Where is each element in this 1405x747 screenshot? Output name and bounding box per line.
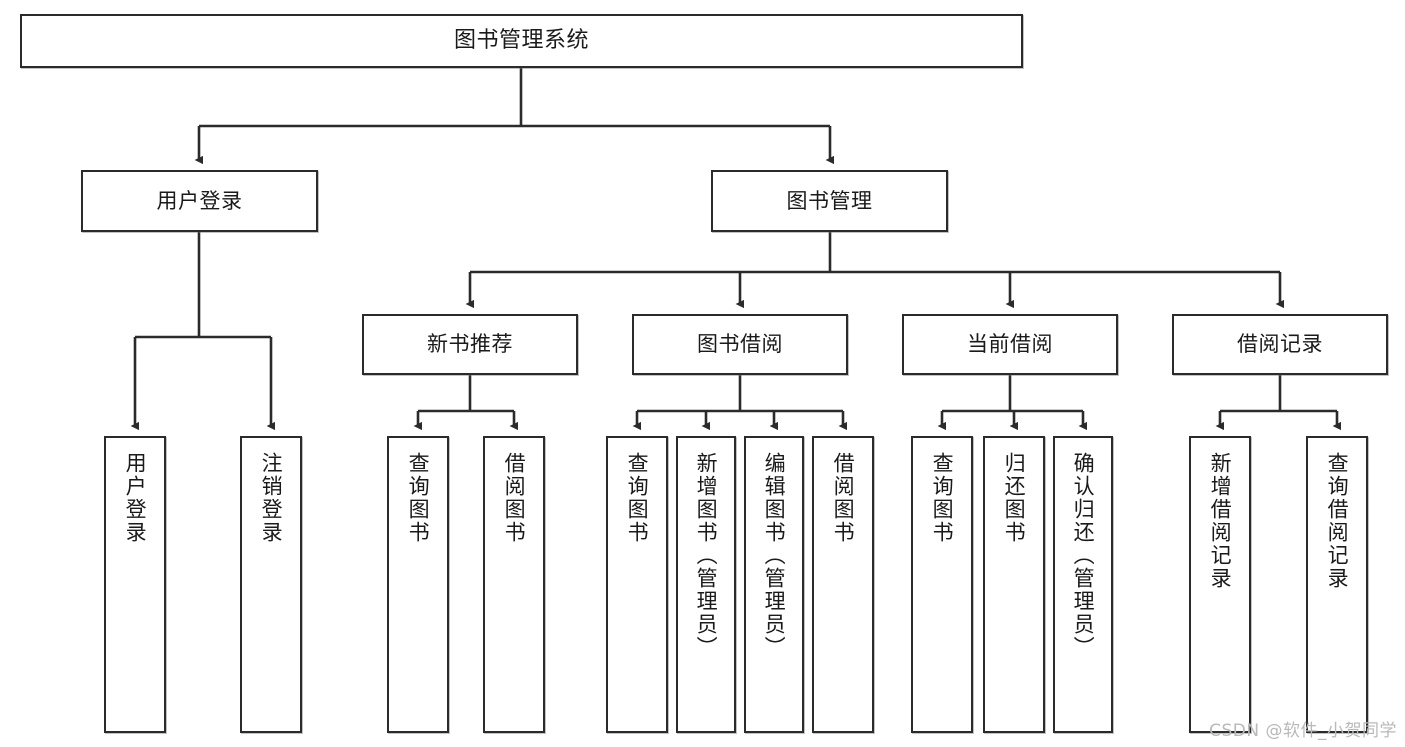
node-label: 查询图书 (930, 452, 955, 544)
node-leaf-logout[interactable]: 注销登录 (240, 436, 302, 733)
node-leaf-user-login[interactable]: 用户登录 (104, 436, 166, 733)
node-label: 当前借阅 (967, 332, 1053, 357)
node-new-book-recommendation[interactable]: 新书推荐 (362, 314, 578, 375)
node-leaf-query-book-3[interactable]: 查询图书 (911, 436, 973, 733)
node-label: 注销登录 (259, 452, 284, 544)
node-label: 归还图书 (1002, 452, 1027, 544)
node-current-borrow[interactable]: 当前借阅 (902, 314, 1118, 375)
node-label: 新书推荐 (427, 332, 513, 357)
node-leaf-add-book-admin[interactable]: 新增图书（管理员） (676, 436, 736, 733)
node-label: 查询图书 (406, 452, 431, 544)
node-label: 查询借阅记录 (1325, 452, 1350, 590)
node-leaf-query-book-2[interactable]: 查询图书 (606, 436, 668, 733)
node-label: 用户登录 (156, 188, 243, 213)
node-leaf-query-borrow-record[interactable]: 查询借阅记录 (1306, 436, 1368, 733)
node-book-borrow[interactable]: 图书借阅 (632, 314, 848, 375)
node-label: 图书借阅 (697, 332, 783, 357)
node-label: 新增借阅记录 (1208, 452, 1233, 590)
node-book-management[interactable]: 图书管理 (711, 170, 948, 232)
node-leaf-add-borrow-record[interactable]: 新增借阅记录 (1189, 436, 1251, 733)
node-label: 编辑图书（管理员） (762, 452, 787, 659)
node-label: 借阅记录 (1237, 332, 1323, 357)
node-leaf-query-book-1[interactable]: 查询图书 (387, 436, 449, 733)
node-leaf-borrow-book-2[interactable]: 借阅图书 (812, 436, 874, 733)
node-leaf-edit-book-admin[interactable]: 编辑图书（管理员） (744, 436, 804, 733)
node-leaf-return-book[interactable]: 归还图书 (983, 436, 1045, 733)
node-label: 确认归还（管理员） (1071, 452, 1096, 659)
node-label: 新增图书（管理员） (694, 452, 719, 659)
node-user-login[interactable]: 用户登录 (81, 170, 318, 232)
node-label: 借阅图书 (502, 452, 527, 544)
node-label: 借阅图书 (831, 452, 856, 544)
node-label: 图书管理系统 (453, 28, 589, 54)
node-leaf-confirm-return-admin[interactable]: 确认归还（管理员） (1053, 436, 1113, 733)
node-label: 查询图书 (625, 452, 650, 544)
node-label: 用户登录 (123, 452, 148, 544)
node-label: 图书管理 (786, 188, 873, 213)
node-leaf-borrow-book-1[interactable]: 借阅图书 (483, 436, 545, 733)
node-root-book-management-system[interactable]: 图书管理系统 (20, 14, 1023, 68)
node-borrow-record[interactable]: 借阅记录 (1172, 314, 1388, 375)
